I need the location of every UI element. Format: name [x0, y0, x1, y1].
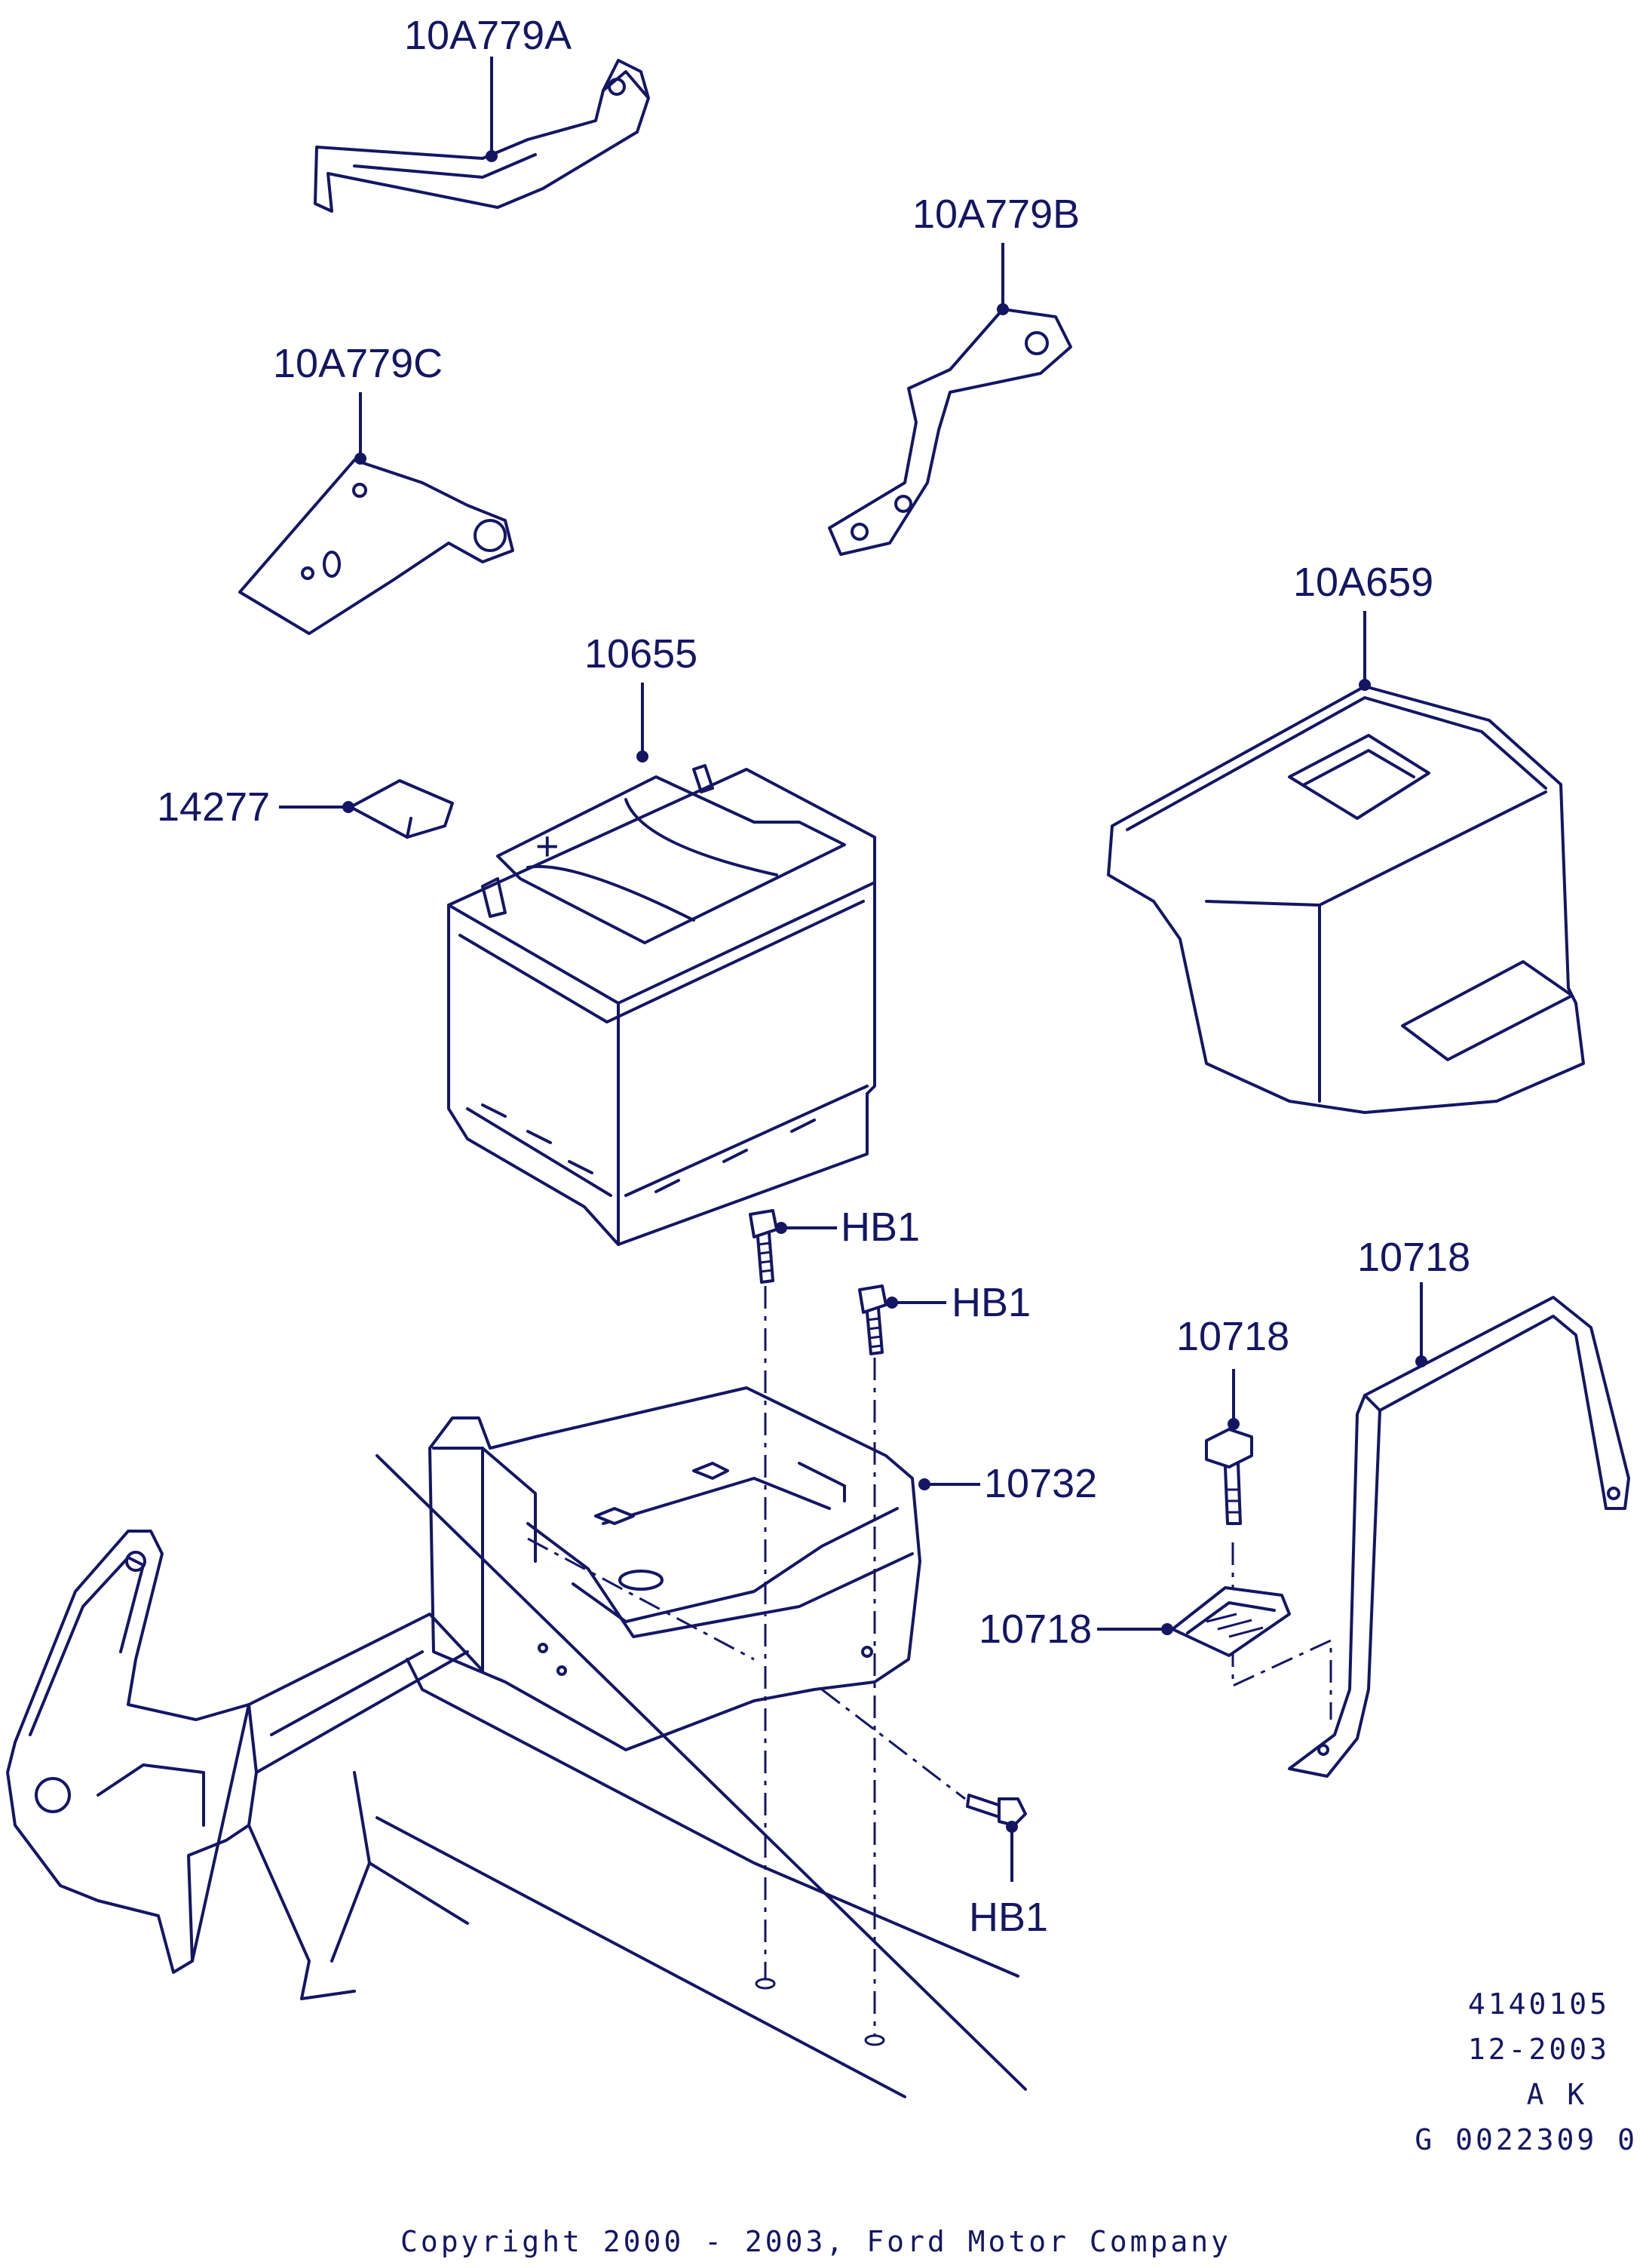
bracket-10a779c-drawing	[238, 459, 514, 635]
anchor-dot-10a659	[1359, 679, 1371, 691]
terminal-cover-drawing	[349, 779, 454, 839]
anchor-dot-10718-clamp	[1161, 1623, 1173, 1635]
battery-tray-drawing	[428, 1386, 921, 1751]
anchor-dot-hb1-middle	[886, 1297, 898, 1309]
reference-block: 4140105 12-2003 A K G 0022309 0	[1415, 1987, 1638, 2156]
anchor-dot-10a779c	[354, 453, 366, 465]
label-14277: 14277	[157, 784, 270, 830]
anchor-dot-10a779b	[997, 303, 1009, 315]
label-10718-clamp: 10718	[979, 1607, 1092, 1652]
label-10a779a: 10A779A	[404, 13, 572, 58]
label-10655: 10655	[584, 631, 697, 677]
label-10718-bolt: 10718	[1176, 1314, 1289, 1359]
ref-number: 4140105	[1468, 1987, 1610, 2021]
anchor-dot-10718-strap	[1415, 1355, 1427, 1367]
ref-date: 12-2003	[1468, 2033, 1610, 2066]
clamp-drawing	[1171, 1586, 1291, 1657]
clamp-bolt-drawing	[1205, 1428, 1253, 1525]
bracket-10a779a-drawing	[314, 59, 650, 213]
label-hb1-bottom: HB1	[969, 1895, 1048, 1940]
copyright-notice: Copyright 2000 - 2003, Ford Motor Compan…	[400, 2225, 1231, 2258]
label-10718-strap: 10718	[1357, 1235, 1470, 1280]
anchor-dot-14277	[342, 801, 354, 813]
bolt-2-drawing	[858, 1284, 887, 1355]
hold-down-strap-drawing	[1288, 1296, 1630, 1778]
ref-code: G 0022309 0	[1415, 2123, 1638, 2156]
anchor-dot-10655	[636, 750, 648, 763]
label-10732: 10732	[984, 1461, 1097, 1506]
anchor-dot-10718-bolt	[1228, 1418, 1240, 1430]
battery-drawing: +	[447, 764, 876, 1246]
bracket-10a779b-drawing	[828, 308, 1072, 556]
label-hb1-top: HB1	[841, 1205, 920, 1250]
anchor-dot-10732	[918, 1478, 930, 1490]
battery-cover-drawing	[1107, 685, 1585, 1114]
anchor-dot-hb1-top	[775, 1222, 787, 1234]
label-10a779b: 10A779B	[912, 192, 1080, 237]
anchor-dot-10a779a	[486, 150, 498, 162]
bolt-3-drawing	[966, 1794, 1027, 1827]
battery-plus-mark: +	[535, 824, 559, 869]
bolt-1-drawing	[749, 1209, 778, 1284]
anchor-dot-hb1-bottom	[1006, 1821, 1018, 1833]
ref-initials: A K	[1527, 2078, 1588, 2111]
label-10a779c: 10A779C	[273, 341, 443, 386]
label-10a659: 10A659	[1293, 560, 1433, 605]
installation-axis-lines	[527, 1286, 1332, 2046]
chassis-frame-drawing	[6, 1454, 1027, 2098]
label-hb1-middle: HB1	[952, 1280, 1031, 1325]
